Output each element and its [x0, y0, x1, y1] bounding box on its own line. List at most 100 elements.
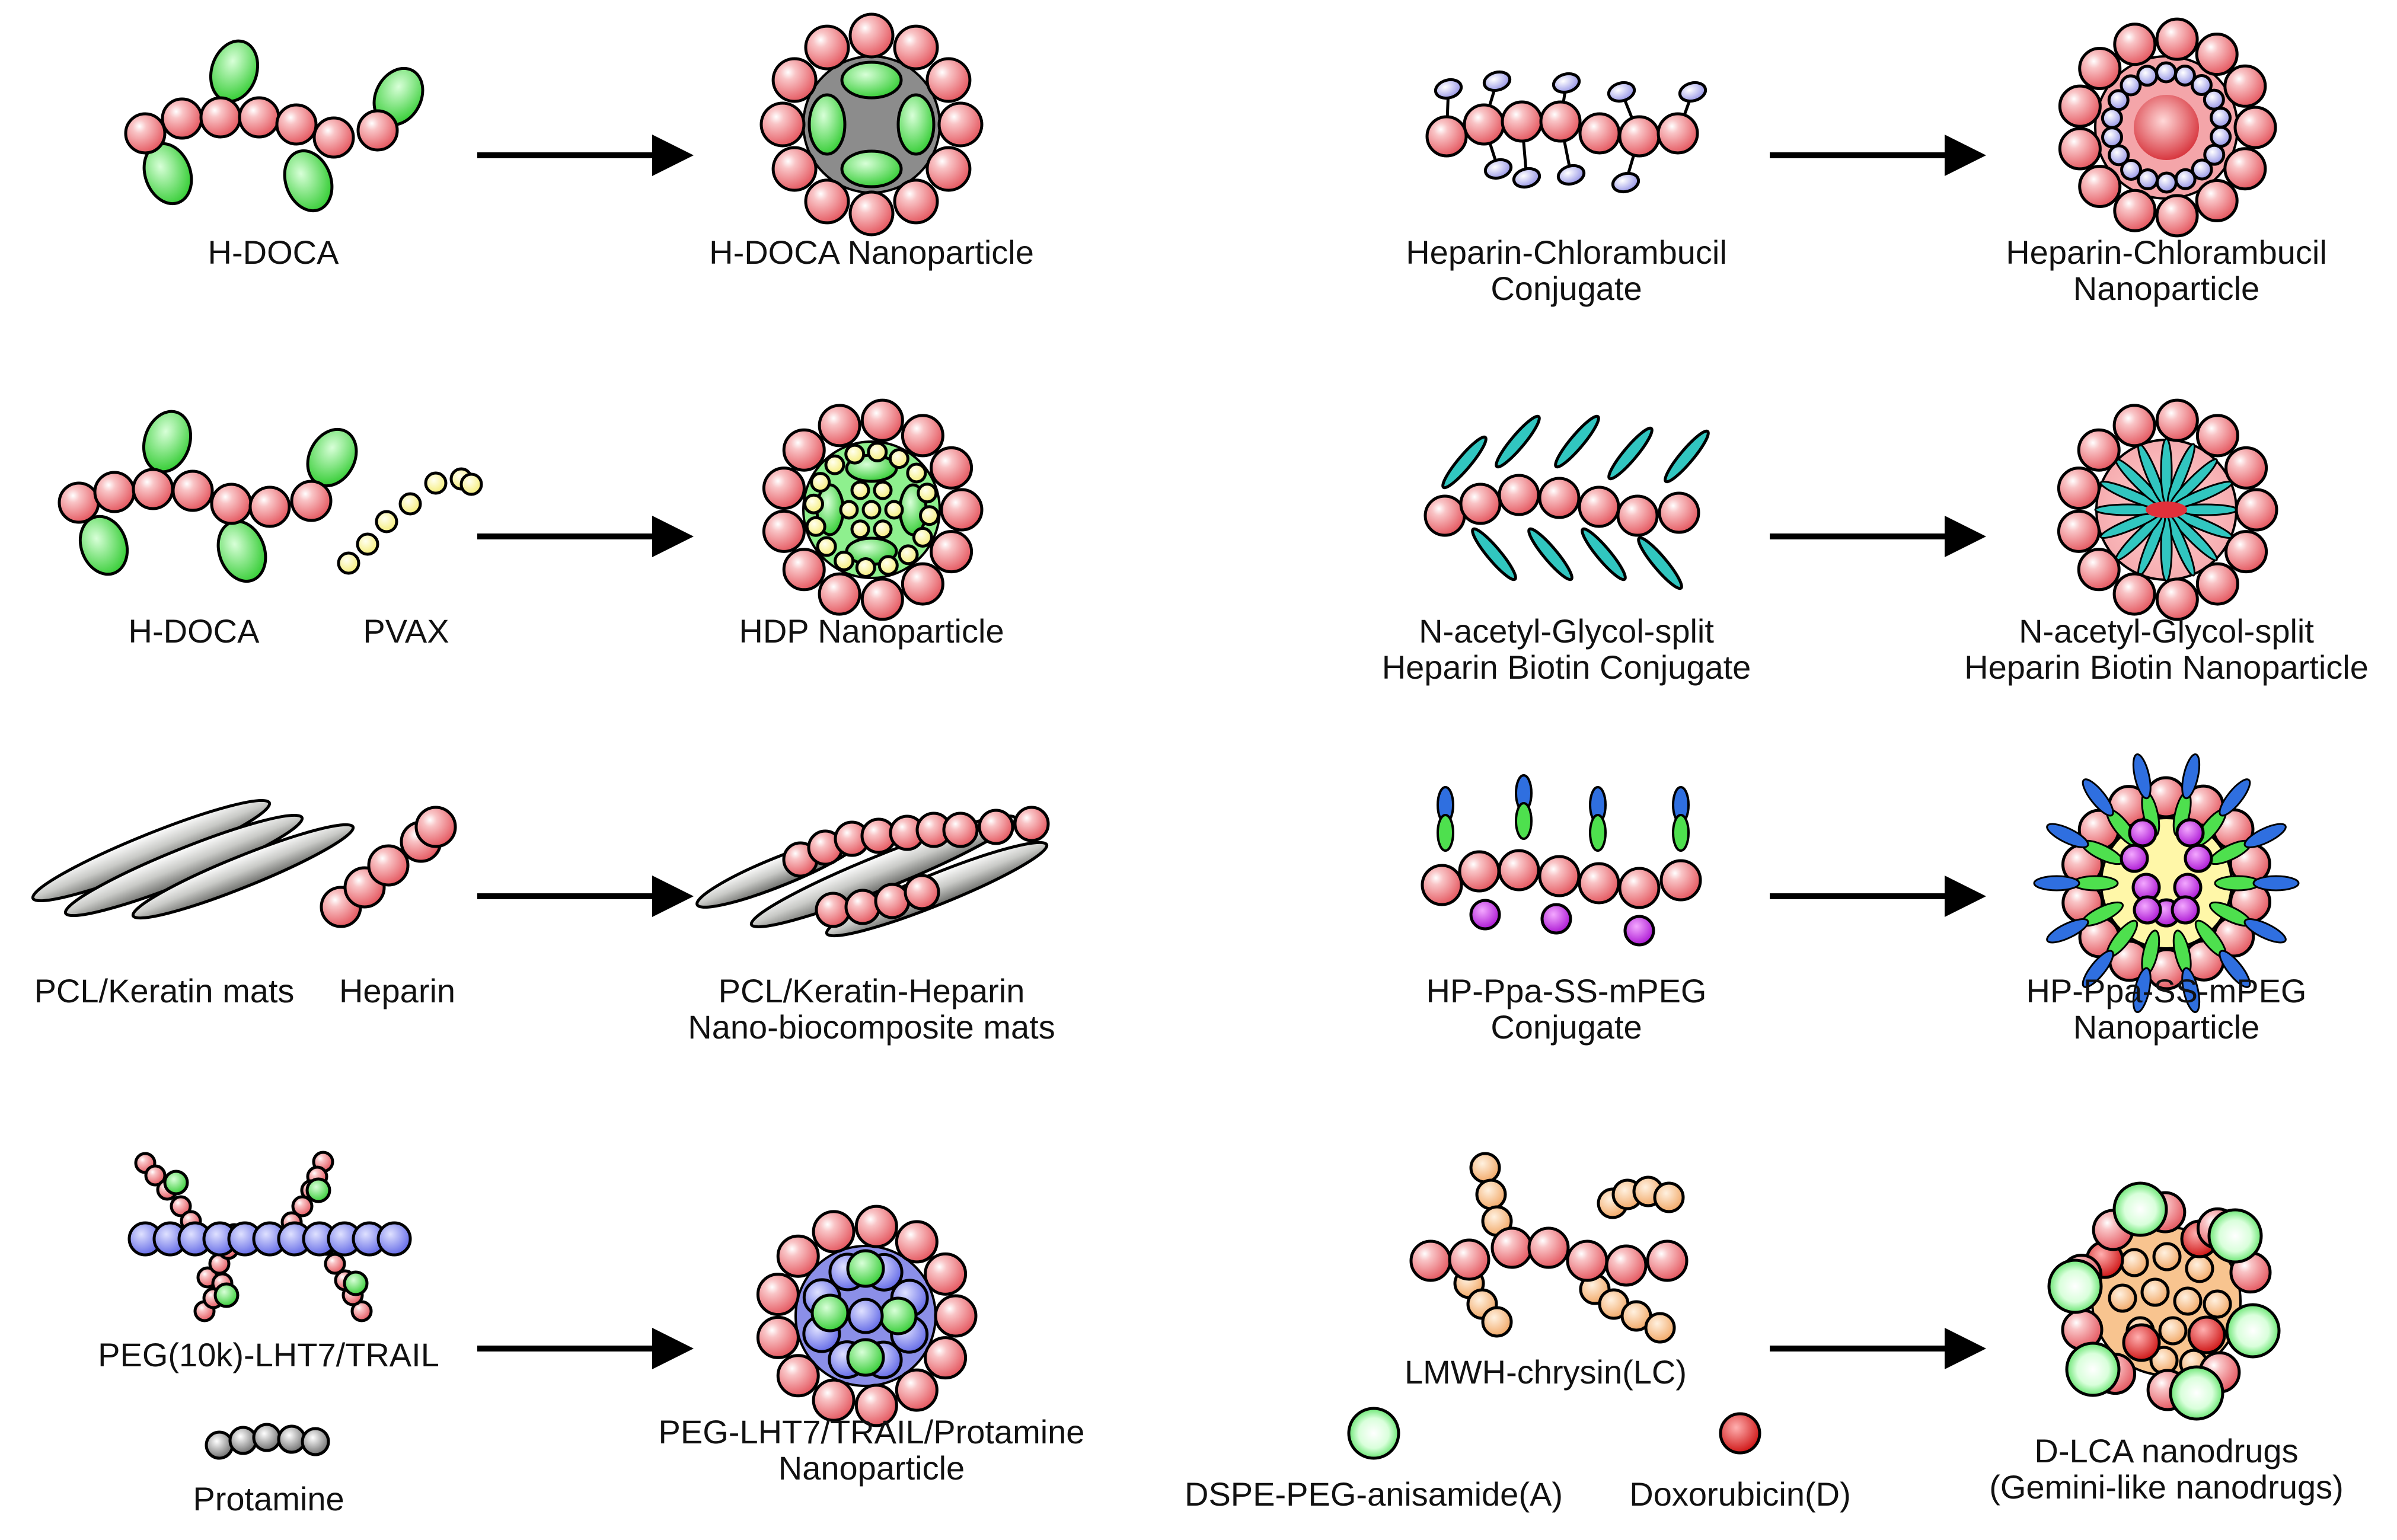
h-doca-polymer [124, 39, 424, 213]
peg-unit [895, 1368, 939, 1412]
heparin-unit [1425, 115, 1468, 158]
h-doca-polymer-2 [58, 410, 358, 583]
pvax-unit [424, 471, 448, 495]
label-h-doca-nanoparticle: H-DOCA Nanoparticle [709, 234, 1034, 271]
label-dspe-peg-anisamide: DSPE-PEG-anisamide(A) [1185, 1475, 1563, 1513]
pvax-unit [877, 555, 899, 576]
label-n-acetyl-nano-line1: N-acetyl-Glycol-split [2019, 612, 2314, 650]
anisamide-unit [2065, 1341, 2121, 1397]
peg-unit [924, 1336, 968, 1380]
heparin-chlorambucil-conjugate [1425, 70, 1707, 194]
mpeg-segment [2132, 753, 2152, 800]
label-peg-lht7-nano-line1: PEG-LHT7/TRAIL/Protamine [658, 1413, 1085, 1450]
nanoparticle-structures [695, 12, 2300, 1427]
heparin-unit [860, 398, 904, 442]
heparin-unit [1448, 1238, 1490, 1281]
n-acetyl-glycol-split-heparin-biotin-conjugate [1423, 414, 1710, 590]
heparin-unit [860, 577, 904, 621]
heparin-unit [2057, 509, 2101, 553]
ss-linker-segment [1515, 802, 1533, 840]
doxorubicin-unit [2122, 1323, 2161, 1362]
label-doxorubicin: Doxorubicin(D) [1629, 1475, 1851, 1513]
heparin-unit [1421, 864, 1463, 906]
mpeg-segment [2243, 918, 2287, 944]
heparin-unit [58, 481, 100, 524]
biotin-arm [1471, 527, 1517, 582]
label-hp-ppa-line2: Conjugate [1490, 1008, 1642, 1046]
peg-unit [895, 1220, 939, 1264]
chlorambucil-moiety [2120, 159, 2143, 181]
heparin-unit [771, 57, 818, 103]
peg-unit [776, 1354, 820, 1398]
heparin-unit [1578, 862, 1620, 905]
mpeg-segment [2046, 823, 2089, 848]
label-hp-ppa-nano-line2: Nanoparticle [2073, 1008, 2260, 1046]
chlorambucil-moiety [2190, 74, 2213, 96]
chlorambucil-moiety [1552, 72, 1581, 94]
chlorambucil-moiety [1482, 70, 1512, 92]
peg-unit [934, 1294, 978, 1338]
label-d-lca-line2: (Gemini-like nanodrugs) [1989, 1468, 2344, 1506]
peg-unit [812, 1378, 856, 1422]
heparin-unit [2224, 530, 2268, 574]
chlorambucil-moiety [2101, 107, 2123, 129]
label-d-lca-line1: D-LCA nanodrugs [2034, 1432, 2299, 1469]
pvax-unit [839, 500, 859, 520]
trail-unit [305, 1177, 331, 1203]
pvax-unit [850, 519, 870, 539]
trail-unit [879, 1296, 918, 1335]
pvax-unit [873, 480, 893, 500]
heparin-unit [1538, 477, 1581, 519]
label-lmwh-chrysin: LMWH-chrysin(LC) [1405, 1353, 1687, 1391]
n-acetyl-glycol-split-nanoparticle [2057, 398, 2278, 621]
trail-unit [846, 1249, 885, 1288]
peg-unit [170, 1195, 192, 1218]
heparin-unit [901, 562, 944, 606]
chlorambucil-moiety [2203, 88, 2225, 111]
mpeg-segment [2181, 753, 2201, 800]
mpeg-segment [2243, 823, 2287, 848]
doca-moiety [209, 39, 260, 103]
heparin-unit [815, 892, 851, 928]
heparin-unit [1538, 855, 1581, 897]
doxorubicin-legend-marker [1719, 1412, 1761, 1455]
heparin-unit [848, 190, 895, 237]
label-h-doca: H-DOCA [208, 234, 339, 271]
ppa-moiety [1469, 899, 1501, 931]
label-peg-lht7-nano-line2: Nanoparticle [778, 1449, 965, 1487]
heparin-unit [848, 12, 895, 59]
heparin-unit [978, 809, 1014, 845]
heparin-unit [1605, 1244, 1648, 1287]
heparin-unit [199, 96, 242, 139]
heparin-unit [2155, 194, 2199, 238]
heparin-unit [1618, 867, 1661, 909]
label-protamine: Protamine [193, 1480, 344, 1517]
chrysin-unit [1469, 1152, 1501, 1184]
heparin-unit [2195, 33, 2239, 76]
chlorambucil-moiety [2191, 158, 2213, 181]
doxorubicin-unit [2187, 1315, 2226, 1354]
label-n-acetyl-line1: N-acetyl-Glycol-split [1419, 612, 1714, 650]
heparin-unit [2113, 23, 2157, 66]
protamine-unit [301, 1427, 330, 1456]
heparin-unit [844, 889, 881, 925]
pvax-unit [906, 462, 927, 484]
pvax-unit [824, 454, 845, 475]
trail-unit [163, 1170, 189, 1196]
pvax-polymer [337, 467, 483, 575]
heparin-unit [93, 471, 136, 513]
heparin-unit [818, 572, 861, 616]
trail-unit [213, 1282, 240, 1308]
mpeg-segment [2033, 875, 2080, 892]
trail-unit [343, 1270, 369, 1296]
chlorambucil-moiety [2155, 171, 2178, 194]
chlorambucil-moiety [1678, 81, 1707, 103]
mpeg-segment [2181, 967, 2201, 1014]
ss-linker-segment [1672, 814, 1690, 852]
heparin-unit [1618, 115, 1661, 158]
lmwh-chrysin-conjugate [1409, 1152, 1689, 1344]
biotin-arm [1495, 414, 1541, 469]
pvax-unit [459, 472, 483, 496]
pvax-unit [816, 536, 837, 557]
